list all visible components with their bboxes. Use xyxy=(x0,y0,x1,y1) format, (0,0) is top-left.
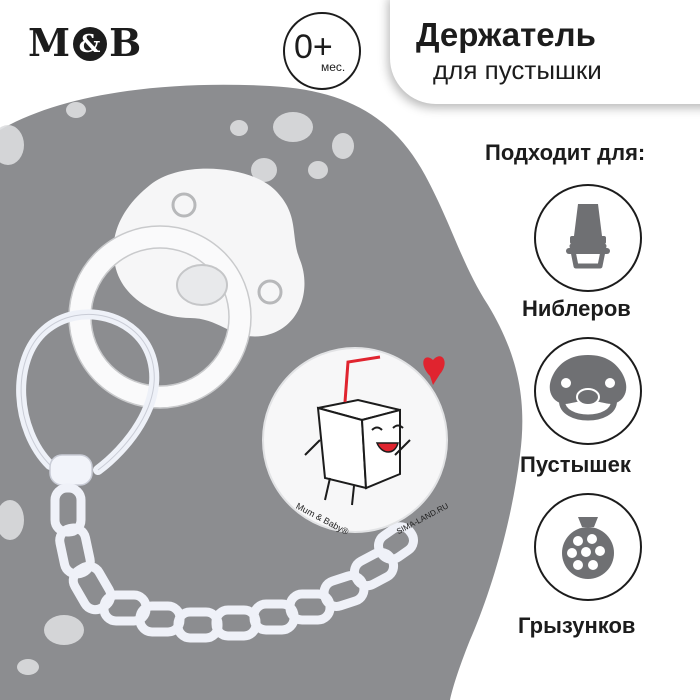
pacifier-icon xyxy=(534,337,642,445)
milk-carton-character xyxy=(304,398,411,506)
logo-left: M xyxy=(28,20,72,65)
category-label-pacifiers: Пустышек xyxy=(520,452,631,477)
logo-right: B xyxy=(109,20,143,65)
title-card xyxy=(390,0,700,104)
brand-logo: M&B xyxy=(28,20,142,65)
age-unit: мес. xyxy=(321,60,346,74)
medallion: Mum & Baby® SIMA-LAND.RU xyxy=(262,347,450,537)
heart-icon xyxy=(423,356,445,385)
category-label-nibblers: Ниблеров xyxy=(522,296,631,321)
age-badge: 0+ мес. xyxy=(283,12,361,90)
age-value: 0+ xyxy=(294,28,333,66)
teether-icon xyxy=(534,493,642,601)
clip-loop xyxy=(16,309,160,475)
chain xyxy=(49,454,418,643)
product-title: Держатель xyxy=(416,16,596,53)
logo-amp: & xyxy=(73,27,108,61)
nibbler-icon xyxy=(534,184,642,292)
fits-label: Подходит для: xyxy=(485,140,646,165)
pacifier xyxy=(68,168,305,409)
category-label-teethers: Грызунков xyxy=(518,613,636,638)
product-subtitle: для пустышки xyxy=(433,55,602,85)
